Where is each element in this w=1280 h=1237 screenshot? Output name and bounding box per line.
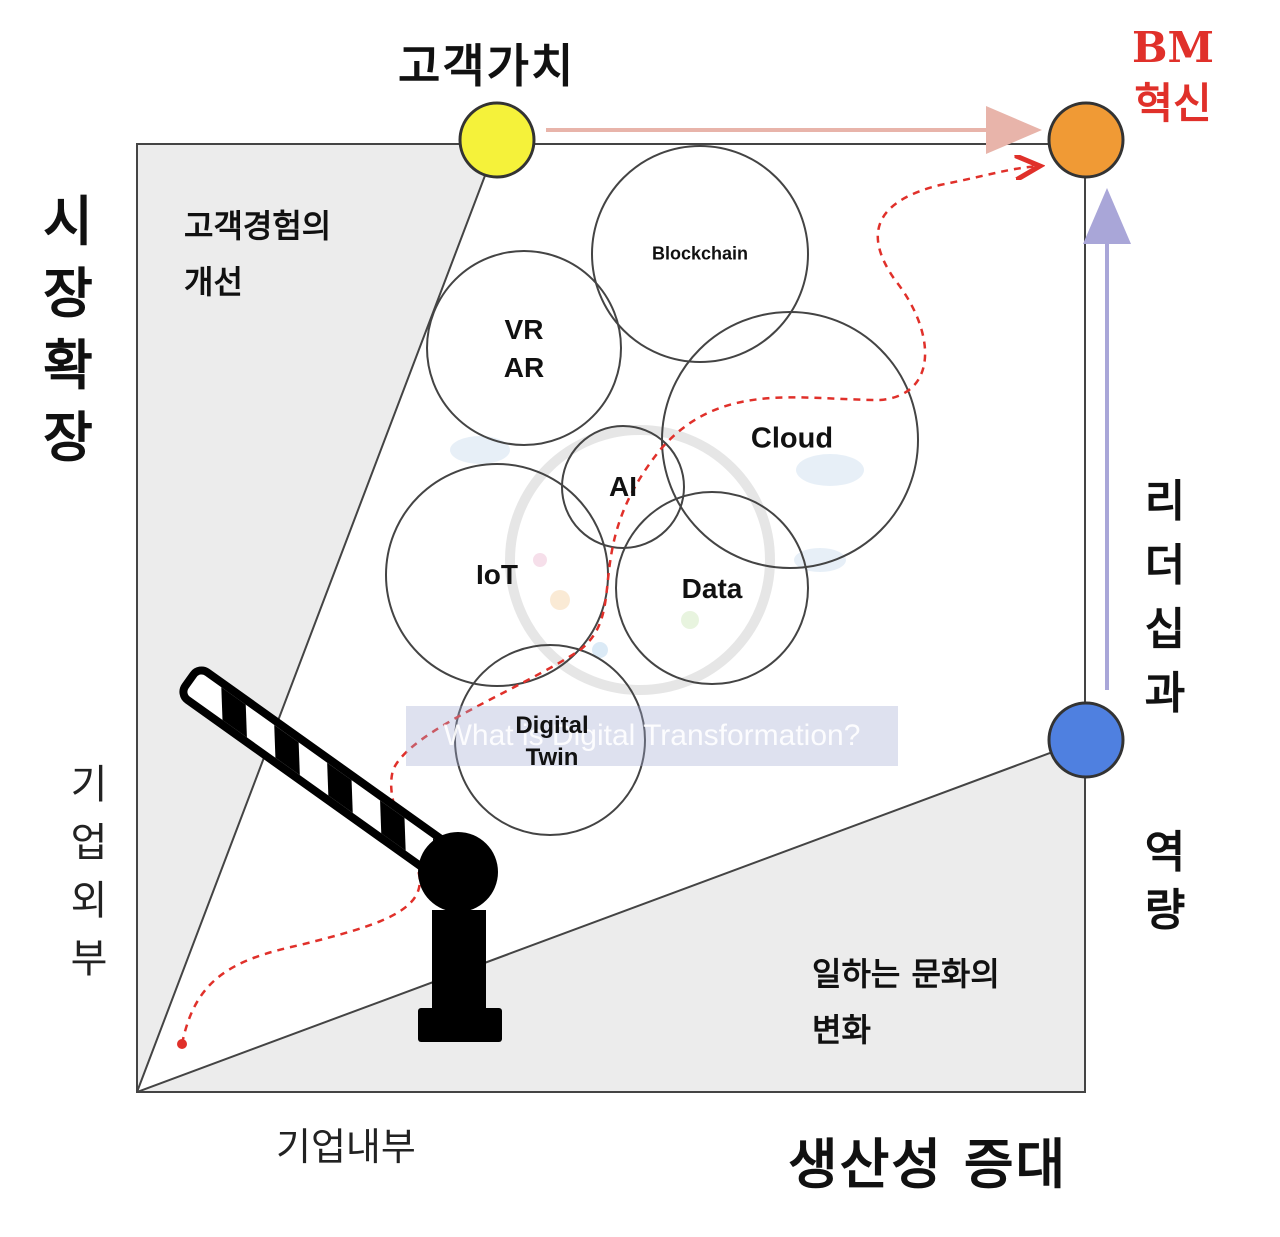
customer-experience-line1: 고객경험의 bbox=[184, 207, 332, 245]
capability-title: 역 량 bbox=[1138, 824, 1192, 940]
path-start-dot bbox=[177, 1039, 187, 1049]
transformation-path bbox=[180, 166, 1040, 1045]
vr-label: VR bbox=[504, 314, 544, 345]
external-char-2: 업 bbox=[70, 820, 108, 866]
work-culture-line1: 일하는 문화의 bbox=[812, 955, 1000, 993]
watermark-banner: What is Digital Transformation? bbox=[406, 706, 898, 766]
data-label: Data bbox=[681, 573, 743, 604]
market-char-4: 장 bbox=[43, 406, 93, 469]
external-char-4: 부 bbox=[70, 936, 108, 982]
customer-experience-region bbox=[136, 143, 499, 1093]
bm-line2: 혁신 bbox=[1134, 79, 1212, 128]
bm-innovation-node bbox=[1047, 101, 1125, 179]
blockchain-circle bbox=[591, 145, 809, 363]
blockchain-label: Blockchain bbox=[651, 243, 749, 264]
work-culture-label: 일하는 문화의 변화 bbox=[812, 946, 1000, 1058]
work-culture-line2: 변화 bbox=[812, 1011, 871, 1049]
data-circle bbox=[615, 491, 809, 685]
ar-label: AR bbox=[503, 352, 545, 383]
capability-char-2: 량 bbox=[1144, 885, 1186, 936]
market-char-2: 장 bbox=[43, 262, 93, 325]
leadership-title: 리 더 십 과 bbox=[1138, 470, 1192, 726]
leadership-char-2: 더 bbox=[1144, 540, 1186, 591]
leadership-char-3: 십 bbox=[1144, 604, 1186, 655]
bm-line1: BM bbox=[1132, 23, 1214, 72]
barrier-gate-icon bbox=[179, 666, 502, 1042]
vr-ar-circle bbox=[426, 250, 622, 446]
twin-label: Twin bbox=[525, 744, 579, 771]
market-expansion-title: 시 장 확 장 bbox=[36, 186, 100, 474]
ai-label: AI bbox=[609, 471, 637, 502]
market-char-1: 시 bbox=[43, 190, 93, 253]
customer-value-node bbox=[458, 101, 536, 179]
ai-circle bbox=[561, 425, 685, 549]
external-char-3: 외 bbox=[70, 878, 108, 924]
work-culture-region bbox=[136, 738, 1086, 1093]
bm-innovation-title: BM 혁신 bbox=[1132, 20, 1214, 132]
digital-label: Digital bbox=[515, 712, 589, 739]
customer-value-title: 고객가치 bbox=[398, 39, 576, 93]
leadership-char-4: 과 bbox=[1144, 668, 1186, 719]
globe-watermark-graphic bbox=[450, 425, 864, 695]
corporate-internal-label: 기업내부 bbox=[276, 1125, 416, 1169]
productivity-title: 생산성 증대 bbox=[788, 1133, 1068, 1196]
corporate-external-label: 기 업 외 부 bbox=[62, 756, 116, 988]
market-char-3: 확 bbox=[43, 334, 93, 397]
customer-experience-line2: 개선 bbox=[184, 263, 243, 301]
leadership-node bbox=[1047, 701, 1125, 779]
cloud-label: Cloud bbox=[750, 422, 834, 455]
leadership-char-1: 리 bbox=[1144, 476, 1186, 527]
external-char-1: 기 bbox=[70, 762, 108, 808]
capability-char-1: 역 bbox=[1144, 827, 1186, 878]
iot-label: IoT bbox=[476, 559, 518, 590]
customer-experience-label: 고객경험의 개선 bbox=[184, 198, 331, 310]
digital-twin-circle bbox=[454, 644, 646, 836]
